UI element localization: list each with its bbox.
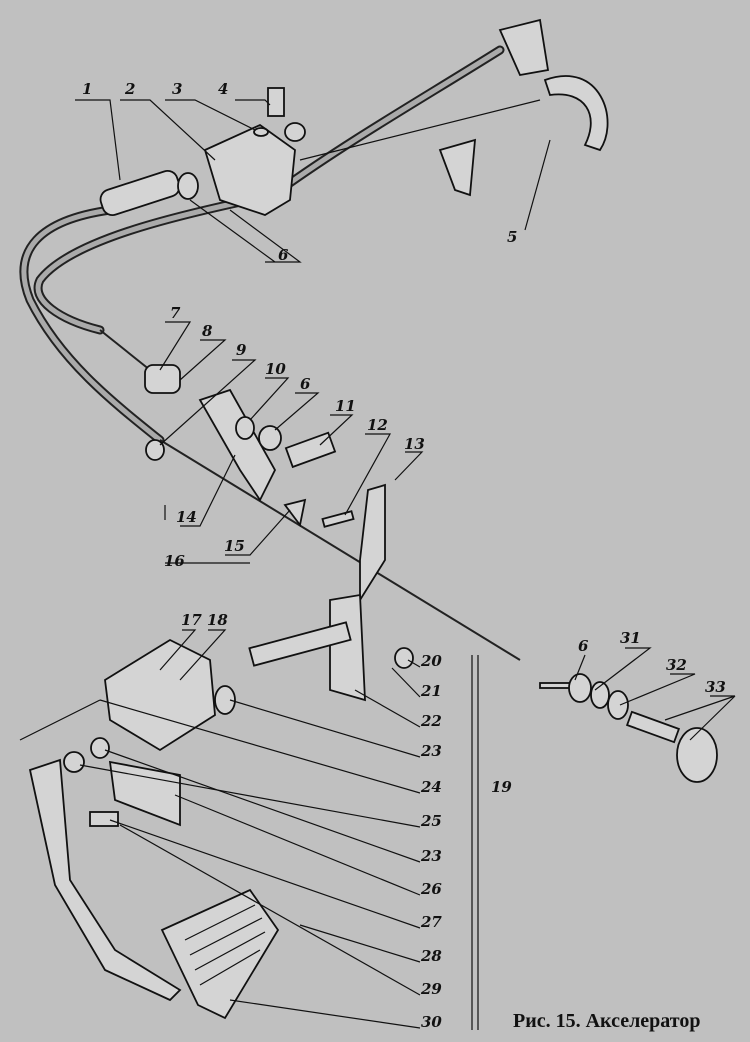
- callout-15: 15: [224, 537, 245, 555]
- part-rod-lever: [359, 483, 386, 604]
- callout-22: 22: [420, 712, 442, 730]
- callout-14: 14: [176, 508, 197, 526]
- callout-5: 5: [507, 228, 517, 246]
- part-plate: [329, 593, 366, 702]
- callout-10: 10: [265, 360, 286, 378]
- callout-17: 17: [181, 611, 202, 629]
- part-pin: [321, 510, 355, 528]
- callout-8: 8: [202, 322, 213, 340]
- part-washer: [253, 127, 269, 137]
- part-cable-tip: [144, 364, 181, 394]
- part-pedal-lever-top: [438, 138, 477, 197]
- callout-11: 11: [335, 397, 356, 415]
- callout-23b: 23: [420, 847, 442, 865]
- part-clevis: [284, 431, 337, 469]
- part-washer-25: [63, 751, 85, 773]
- cable-sheaths: [19, 45, 541, 661]
- callout-1: 1: [82, 80, 92, 98]
- part-washer-10: [235, 416, 255, 440]
- callout-23: 23: [420, 742, 442, 760]
- callout-labels: 1 2 3 4 5 6 7 8 9 10 6 11 12 13 14 15 16…: [82, 80, 726, 1031]
- callout-16: 16: [164, 552, 185, 570]
- callout-32: 32: [666, 656, 687, 674]
- part-pedal-lever: [28, 758, 182, 1002]
- part-shaft: [248, 621, 352, 667]
- callout-7: 7: [170, 304, 181, 322]
- part-sleeve: [99, 169, 199, 217]
- part-grommet: [145, 439, 165, 461]
- part-hook: [543, 75, 609, 152]
- callout-18: 18: [207, 611, 228, 629]
- part-plug: [283, 498, 307, 528]
- callout-6b: 6: [300, 375, 311, 393]
- part-bushing: [214, 685, 236, 715]
- callout-3: 3: [172, 80, 182, 98]
- callout-27: 27: [420, 913, 442, 931]
- callout-33: 33: [705, 678, 726, 696]
- accelerator-pedal: [160, 888, 280, 1020]
- figure-caption: Рис. 15. Акселератор: [513, 1010, 701, 1032]
- callout-20: 20: [420, 652, 442, 670]
- part-bolt: [267, 87, 285, 117]
- part-pedal-bracket: [104, 638, 216, 752]
- part-nut: [284, 122, 306, 142]
- part-pedal-pin: [89, 811, 119, 827]
- part-bushing-23: [90, 737, 110, 759]
- callout-26: 26: [420, 880, 442, 898]
- choke-knob-assembly: [539, 673, 718, 783]
- callout-29: 29: [420, 980, 442, 998]
- callout-9: 9: [236, 341, 247, 359]
- part-slot-plate: [108, 760, 181, 827]
- part-nut-20: [394, 647, 414, 669]
- callout-6: 6: [278, 246, 289, 264]
- callout-24: 24: [420, 778, 442, 796]
- callout-2: 2: [124, 80, 135, 98]
- callout-28: 28: [420, 947, 442, 965]
- callout-21: 21: [420, 682, 442, 700]
- callout-19: 19: [491, 778, 512, 796]
- callout-30: 30: [421, 1013, 442, 1031]
- part-throttle-link: [498, 18, 550, 77]
- callout-25: 25: [420, 812, 442, 830]
- part-nut-6: [258, 425, 282, 451]
- callout-12: 12: [367, 416, 388, 434]
- callout-13: 13: [404, 435, 425, 453]
- callout-31: 31: [620, 629, 641, 647]
- callout-6c: 6: [578, 637, 589, 655]
- callout-4: 4: [218, 80, 228, 98]
- part-bracket: [203, 123, 296, 216]
- leader-lines: [19, 99, 736, 1030]
